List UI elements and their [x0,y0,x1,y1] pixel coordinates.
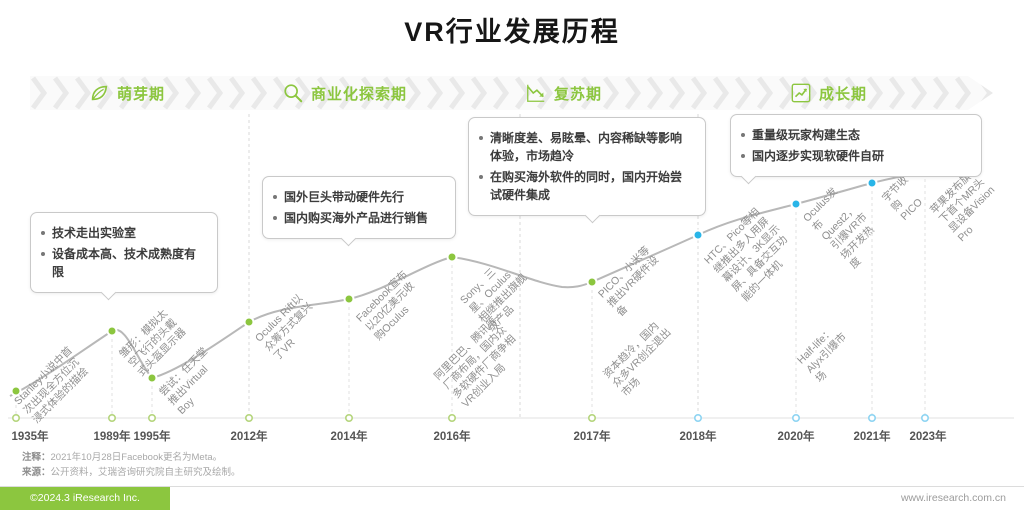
milestone-label-2018: HTC、Pico等相继推出多人用屏幕设计、3K显示屏、具备交互功能的一体机 [702,206,791,304]
milestone-label-2016b: 阿里巴巴、腾讯等厂商布局，国内众多软硬件厂商争相VR创业入局 [432,314,519,411]
axis-dot [447,413,456,422]
footer-divider [0,486,1024,487]
note-text: 2021年10月28日Facebook更名为Meta。 [50,452,223,463]
axis-dot [245,413,254,422]
callout-recovery: 清晰度差、易眩晕、内容稀缺等影响体验，市场趋冷 在购买海外软件的同时，国内开始尝… [468,117,706,224]
milestone-dot [866,177,878,189]
bullet-icon [741,133,745,137]
footnotes: 注释：2021年10月28日Facebook更名为Meta。 来源：公开资料，艾… [22,451,241,480]
phase-banner: 萌芽期 商业化探索期 复苏期 [30,76,993,110]
source-text: 公开资料，艾瑞咨询研究院自主研究及绘制。 [50,466,241,478]
milestone-label-2020b: Half-life：Alyx引爆市场 [795,325,850,386]
axis-dot [12,413,21,422]
callout-bullet: 设备成本高、技术成熟度有限 [52,247,197,279]
phase-item-growth: 成长期 [790,76,867,110]
year-label-1995: 1995年 [133,431,171,443]
milestone-dot [692,229,704,241]
phase-item-recovery: 复苏期 [525,76,602,110]
phase-label: 萌芽期 [117,85,166,103]
milestone-label-2017a: PICO、小米等推出VR硬件设备 [596,244,662,320]
callout-growth: 重量级玩家构建生态 国内逐步实现软硬件自研 [730,114,982,185]
callout-exploration: 国外巨头带动硬件先行 国内购买海外产品进行销售 [262,176,456,247]
callout-bullet: 国内购买海外产品进行销售 [284,211,429,225]
year-label-2021: 2021年 [853,431,891,443]
callout-bullet: 国内逐步实现软硬件自研 [752,149,885,163]
milestone-dot [790,198,802,210]
year-label-2020: 2020年 [777,431,815,443]
bullet-icon [41,252,45,256]
milestone-dot [106,325,118,337]
bullet-icon [273,216,277,220]
copyright-badge: ©2024.3 iResearch Inc. [0,487,170,510]
milestone-label-2021: 字节收购PICO [880,173,926,224]
bullet-icon [479,136,483,140]
callout-budding: 技术走出实验室 设备成本高、技术成熟度有限 [30,212,218,301]
axis-dot [693,413,702,422]
page-title: VR行业发展历程 [404,17,620,47]
callout-bullet: 在购买海外软件的同时，国内开始尝试硬件集成 [490,170,683,202]
callout-pointer [740,168,757,185]
year-label-1989: 1989年 [93,431,131,443]
bullet-icon [273,195,277,199]
year-label-2023: 2023年 [909,431,947,443]
axis-dot [587,413,596,422]
milestone-label-2014: Facebook宣布以20亿美元收购Oculus [354,268,418,344]
website-link[interactable]: www.iresearch.com.cn [900,492,1006,504]
milestone-label-2017b: 资本趋冷，国内众多VR创企退出市场 [601,320,674,400]
source-label: 来源： [22,466,51,478]
banner-arrow-pattern [30,76,993,110]
callout-bullet: 技术走出实验室 [52,226,137,240]
callout-pointer [584,207,601,224]
year-label-2016: 2016年 [433,431,471,443]
leaf-icon [88,82,110,104]
axis-dot [791,413,800,422]
callout-pointer [340,230,357,247]
axis-dot [148,413,157,422]
callout-bullet: 重量级玩家构建生态 [752,128,861,142]
recovery-chart-icon [525,82,547,104]
milestone-dot [343,293,355,305]
milestone-label-2012: Oculus Rift以众筹方式复兴了VR [253,292,316,364]
callout-bullet: 国外巨头带动硬件先行 [284,190,405,204]
callout-pointer [100,284,117,301]
callout-bullet: 清晰度差、易眩晕、内容稀缺等影响体验，市场趋冷 [490,131,683,163]
bullet-icon [479,175,483,179]
year-label-2017: 2017年 [573,431,611,443]
milestone-dot [446,251,458,263]
axis-dot [344,413,353,422]
axis-dot [867,413,876,422]
axis-dot [920,413,929,422]
axis-dot [108,413,117,422]
bullet-icon [741,154,745,158]
milestone-dot [586,276,598,288]
growth-chart-icon [790,82,812,104]
phase-label: 复苏期 [554,85,603,103]
phase-item-exploration: 商业化探索期 [282,76,407,110]
phase-item-budding: 萌芽期 [88,76,165,110]
milestone-label-2020a: Oculus发布Quest2，引爆VR市场开发热度 [801,185,877,271]
note-label: 注释： [22,452,51,463]
bullet-icon [41,231,45,235]
phase-label: 成长期 [819,85,868,103]
year-label-1935: 1935年 [11,431,49,443]
year-label-2012: 2012年 [230,431,268,443]
axis-year-dots [12,413,929,422]
note-line: 注释：2021年10月28日Facebook更名为Meta。 [22,451,241,466]
milestone-dot [243,316,255,328]
milestone-label-1935: Stanley小说中首次出现全方位沉浸式体验的描绘 [12,344,92,427]
source-line: 来源：公开资料，艾瑞咨询研究院自主研究及绘制。 [22,466,241,481]
phase-label: 商业化探索期 [311,85,408,103]
year-label-2014: 2014年 [330,431,368,443]
year-label-2018: 2018年 [679,431,717,443]
magnifier-icon [282,82,304,104]
